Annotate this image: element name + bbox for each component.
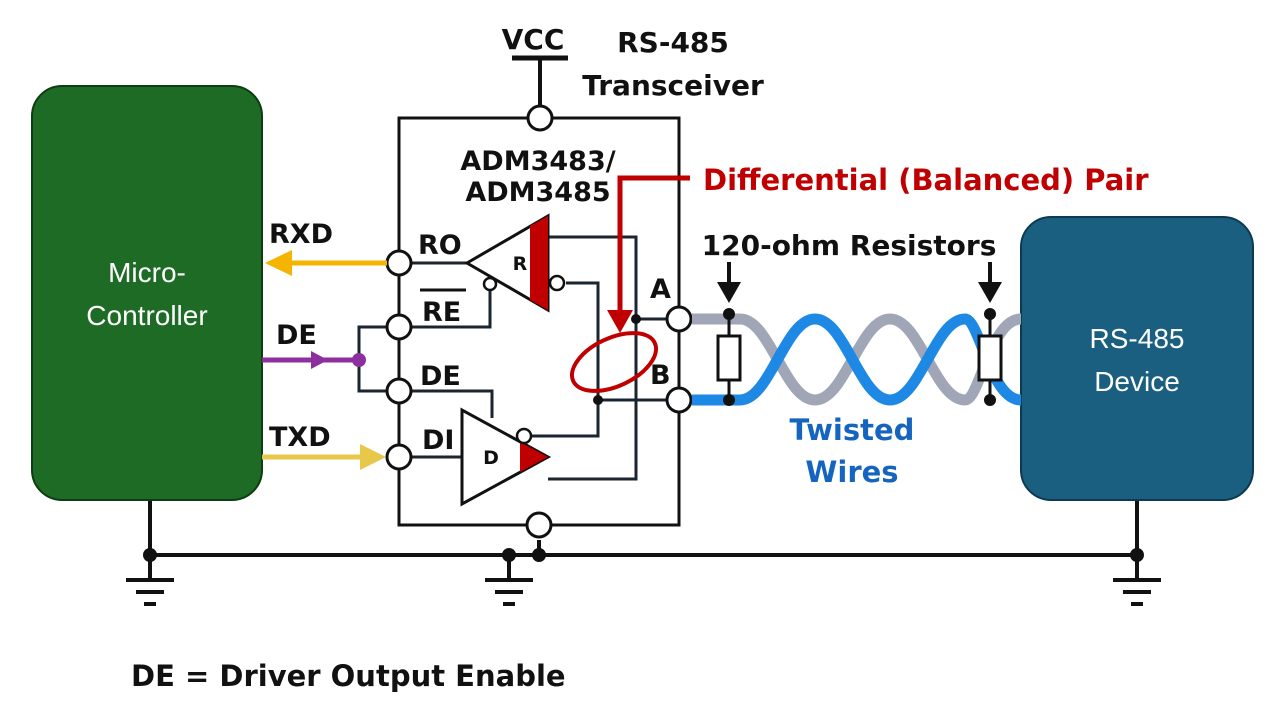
- twisted-wires-line1: Twisted: [790, 413, 915, 447]
- chip-pins: [385, 104, 693, 539]
- rs485-device-label-line2: Device: [1094, 366, 1180, 397]
- signal-label-txd: TXD: [269, 422, 331, 453]
- rxd-arrow: [265, 250, 387, 276]
- receiver-letter: R: [513, 253, 528, 275]
- rs485-device-label-line1: RS-485: [1090, 323, 1185, 354]
- twisted-wire-a: [692, 313, 1023, 406]
- pin-label-di: DI: [422, 425, 454, 456]
- microcontroller-label-line1: Micro-: [108, 257, 186, 288]
- b-pin: [665, 386, 693, 414]
- differential-pair-label: Differential (Balanced) Pair: [703, 163, 1149, 197]
- ground-symbol-middle-icon: [485, 578, 533, 606]
- de-line: [262, 351, 366, 369]
- transceiver-title-line2: Transceiver: [582, 69, 764, 102]
- gnd-pin: [525, 511, 553, 539]
- di-pin: [385, 443, 413, 471]
- driver-letter: D: [483, 447, 499, 469]
- differential-pair-callout: [569, 175, 690, 393]
- pin-label-ro: RO: [418, 230, 462, 261]
- ro-pin: [385, 249, 413, 277]
- a-pin: [665, 305, 693, 333]
- txd-arrow: [262, 444, 386, 470]
- microcontroller-block: Micro- Controller: [31, 85, 263, 501]
- transceiver-title-line1: RS-485: [617, 26, 729, 59]
- driver-amplifier: [460, 407, 552, 507]
- re-pin: [385, 313, 413, 341]
- chip-part-line1: ADM3483/: [460, 146, 615, 177]
- pin-label-re: RE: [422, 297, 461, 328]
- chip-part-line2: ADM3485: [465, 177, 610, 208]
- twisted-wires-line2: Wires: [805, 455, 898, 489]
- rs485-device-box: [1020, 216, 1254, 501]
- vcc-label: VCC: [502, 23, 565, 56]
- termination-resistor-right: [977, 308, 1003, 406]
- receiver-amplifier: [464, 213, 566, 313]
- termination-resistor-left: [716, 308, 742, 406]
- ground-junction-dots: [143, 548, 1144, 562]
- microcontroller-box: [31, 85, 263, 501]
- ground-symbol-left-icon: [126, 578, 174, 606]
- pin-label-a: A: [650, 274, 671, 305]
- differential-pair-ellipse: [569, 331, 659, 393]
- vcc-supply: [512, 55, 568, 105]
- signal-label-rxd: RXD: [269, 219, 333, 250]
- resistors-label: 120-ohm Resistors: [702, 229, 997, 262]
- signal-label-de: DE: [276, 320, 317, 351]
- rs485-device-block: RS-485 Device: [1020, 216, 1254, 501]
- de-pin: [385, 377, 413, 405]
- pin-label-b: B: [650, 360, 671, 391]
- microcontroller-label-line2: Controller: [86, 300, 207, 331]
- resistor-pointer-arrows: [717, 262, 1002, 303]
- ground-symbol-right-icon: [1113, 578, 1161, 606]
- ground-bus: [148, 500, 1139, 578]
- pin-label-de: DE: [420, 361, 461, 392]
- vcc-pin: [526, 104, 554, 132]
- footnote-de-definition: DE = Driver Output Enable: [131, 659, 566, 693]
- internal-junction-dots: [593, 314, 641, 405]
